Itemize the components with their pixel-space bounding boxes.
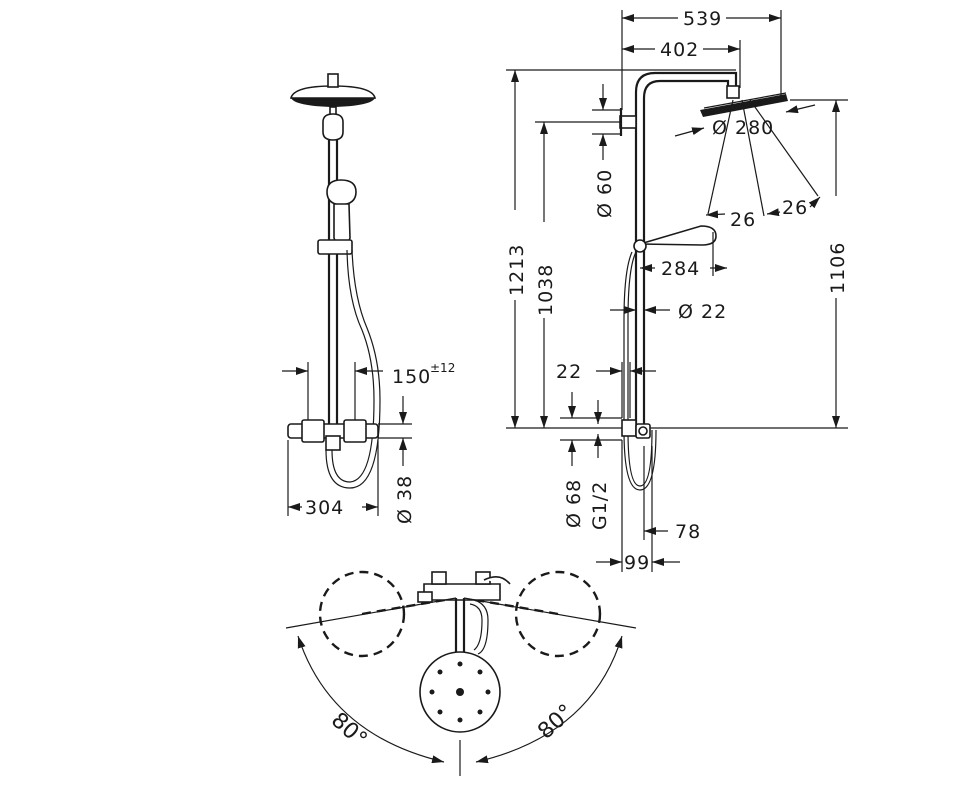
dim-22-rail-label: Ø 22 (678, 301, 727, 323)
dim-1038-label: 1038 (535, 264, 557, 316)
dim-22-offset-label: 22 (556, 361, 582, 383)
dim-1106: 1106 (650, 99, 849, 429)
thermostat-mixer (287, 419, 379, 451)
dim-539: 539 (621, 8, 782, 110)
dim-thermostat-width: 304 (287, 440, 379, 519)
arm-top (419, 598, 501, 733)
dim-284: 284 (640, 232, 727, 280)
riser-and-arm (619, 71, 738, 430)
dim-99-label: 99 (624, 552, 650, 574)
dim-60: Ø 60 (592, 84, 620, 218)
dim-1213: 1213 (506, 69, 736, 429)
top-view: 80° 80° (285, 570, 637, 776)
dim-1106-label: 1106 (827, 242, 849, 294)
dim-68-label: Ø 68 (563, 479, 585, 528)
hand-shower-side (633, 225, 717, 253)
dim-22-rail: Ø 22 (610, 301, 727, 323)
hand-shower (317, 179, 357, 255)
dim-68: Ø 68 (560, 392, 622, 528)
dim-304-label: 304 (305, 497, 344, 519)
dim-38-label: Ø 38 (394, 475, 416, 524)
dim-g12-label: G1/2 (589, 481, 611, 530)
dim-60-label: Ø 60 (594, 169, 616, 218)
dim-22-offset: 22 (556, 361, 656, 418)
valve-side (621, 419, 651, 439)
dim-pipe-diameter: Ø 38 (378, 396, 416, 524)
overhead-head-side (700, 85, 788, 117)
dim-402: 402 (622, 39, 741, 88)
riser-pipe (322, 113, 344, 432)
shower-hose (325, 249, 381, 489)
swivel-left-label: 80° (326, 708, 372, 753)
dim-head-tilt: 26 26 (705, 99, 821, 231)
overhead-shower-head (289, 73, 377, 117)
dim-bracket-spacing: 150 ±12 (282, 361, 455, 420)
dim-1213-label: 1213 (506, 244, 528, 296)
dim-swivel: 80° 80° (285, 597, 637, 776)
mixer-top (417, 571, 511, 603)
dim-284-label: 284 (661, 258, 700, 280)
dim-1038: 1038 (535, 121, 620, 428)
dim-280: Ø 280 (674, 104, 816, 139)
dim-539-label: 539 (683, 8, 722, 30)
dim-150-label: 150 (392, 366, 431, 388)
dim-26-right-label: 26 (782, 197, 808, 219)
side-view: 539 402 1213 1038 (506, 8, 849, 574)
dim-thread: G1/2 (589, 400, 611, 530)
front-view: 150 ±12 Ø 38 304 (282, 73, 455, 524)
dim-26-left-label: 26 (730, 209, 756, 231)
dim-402-label: 402 (660, 39, 699, 61)
dim-78-99: 78 99 (596, 440, 701, 574)
dim-280-label: Ø 280 (712, 117, 774, 139)
dim-78-label: 78 (675, 521, 701, 543)
dim-150-tolerance: ±12 (430, 361, 455, 375)
